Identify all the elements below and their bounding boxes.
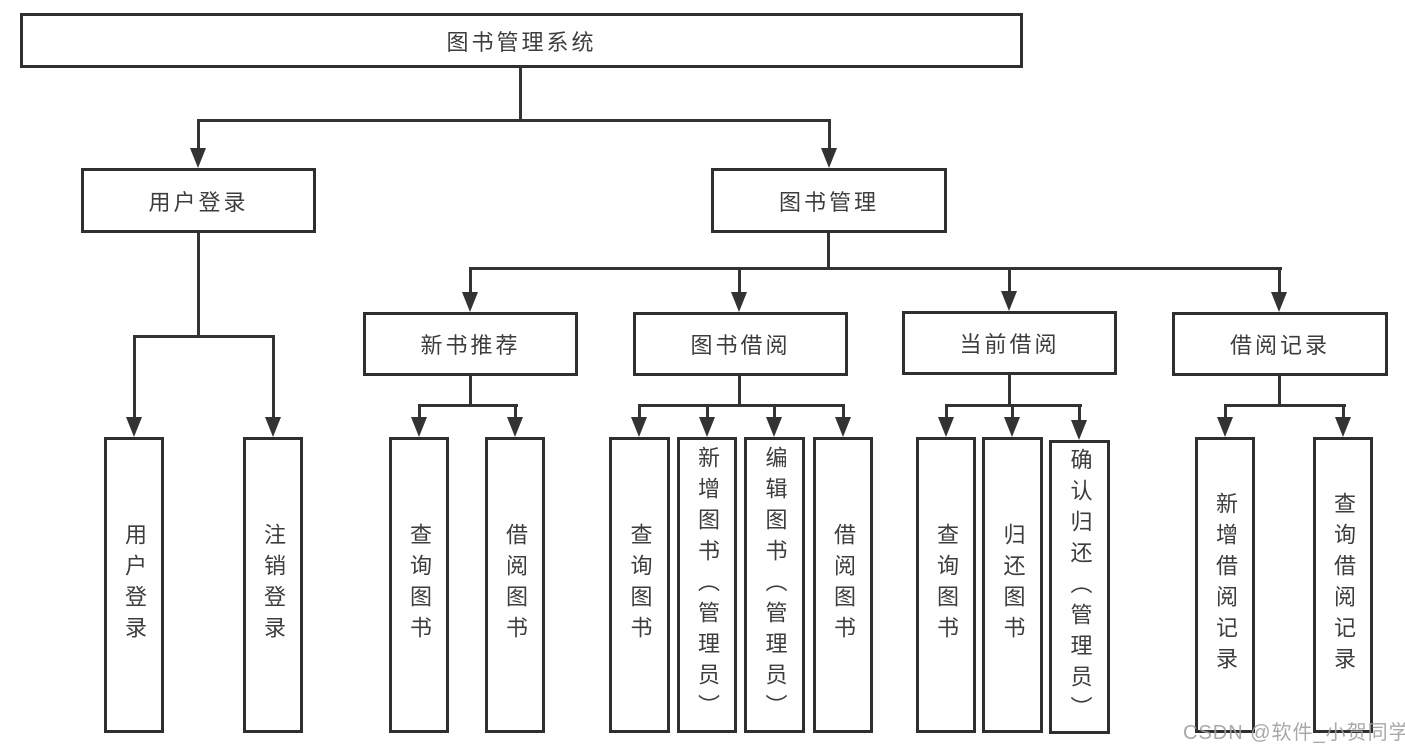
node-book-management: 图书管理 [711,168,947,233]
leaf-query-books-recommend: 查询图书 [389,437,449,733]
leaf-logout: 注销登录 [243,437,303,733]
leaf-return-books-label: 归还图书 [1000,523,1026,647]
arrowhead-down-icon [938,417,954,437]
leaf-add-borrow-record-label: 新增借阅记录 [1213,492,1238,678]
leaf-borrow-books-borrow: 借阅图书 [813,437,873,733]
connector-line [1224,404,1227,419]
node-book-borrow: 图书借阅 [633,312,848,376]
connector-line [827,233,830,270]
arrowhead-down-icon [1001,291,1017,311]
leaf-edit-books-admin-label: 编辑图书（管理员） [762,445,788,725]
arrowhead-down-icon [462,292,478,312]
arrowhead-down-icon [835,417,851,437]
leaf-query-books-current: 查询图书 [916,437,976,733]
connector-line [1224,404,1346,407]
connector-line [945,404,948,419]
connector-line [738,267,741,294]
node-new-book-recommend-label: 新书推荐 [420,333,521,358]
arrowhead-down-icon [507,417,523,437]
connector-line [828,119,831,151]
arrowhead-down-icon [1271,292,1287,312]
node-current-borrow: 当前借阅 [902,311,1117,375]
connector-line [197,119,200,151]
arrowhead-down-icon [1004,417,1020,437]
node-new-book-recommend: 新书推荐 [363,312,578,376]
arrowhead-down-icon [631,417,647,437]
node-borrow-records: 借阅记录 [1172,312,1388,376]
csdn-watermark: CSDN @软件_小贺同学 [1183,722,1405,744]
arrowhead-down-icon [1217,417,1233,437]
leaf-query-borrow-record: 查询借阅记录 [1313,437,1373,733]
node-root-label: 图书管理系统 [446,29,597,55]
arrowhead-down-icon [821,148,837,168]
leaf-query-books-borrow: 查询图书 [609,437,670,733]
arrowhead-down-icon [1335,417,1351,437]
leaf-user-login: 用户登录 [104,437,164,733]
connector-line [706,404,709,419]
connector-line [514,404,517,419]
node-user-login-label: 用户登录 [148,189,249,215]
node-root: 图书管理系统 [20,13,1023,68]
node-current-borrow-label: 当前借阅 [959,332,1060,357]
arrowhead-down-icon [411,417,427,437]
leaf-query-books-borrow-label: 查询图书 [627,523,653,647]
arrowhead-down-icon [731,292,747,312]
connector-line [638,404,845,407]
connector-line [418,404,518,407]
connector-line [1011,404,1014,419]
connector-line [469,267,1282,270]
arrowhead-down-icon [699,417,715,437]
leaf-query-borrow-record-label: 查询借阅记录 [1331,492,1356,678]
connector-line [842,404,845,419]
connector-line [1342,404,1345,419]
connector-line [197,119,831,122]
leaf-user-login-label: 用户登录 [122,523,147,647]
leaf-edit-books-admin: 编辑图书（管理员） [744,437,805,733]
arrowhead-down-icon [190,148,206,168]
leaf-confirm-return-admin-label: 确认归还（管理员） [1067,447,1093,727]
leaf-query-books-current-label: 查询图书 [934,523,959,647]
leaf-borrow-books-recommend: 借阅图书 [485,437,545,733]
connector-line [197,233,200,338]
node-borrow-records-label: 借阅记录 [1229,333,1330,358]
connector-line [1078,404,1081,422]
connector-line [418,404,421,419]
leaf-add-books-admin: 新增图书（管理员） [677,437,737,733]
connector-line [1278,376,1281,407]
connector-line [272,335,275,420]
leaf-confirm-return-admin: 确认归还（管理员） [1049,440,1110,734]
arrowhead-down-icon [766,417,782,437]
arrowhead-down-icon [265,417,281,437]
leaf-borrow-books-borrow-label: 借阅图书 [831,523,856,647]
leaf-return-books: 归还图书 [982,437,1043,733]
connector-line [519,68,522,121]
node-user-login: 用户登录 [81,168,316,233]
connector-line [773,404,776,419]
leaf-add-borrow-record: 新增借阅记录 [1195,437,1255,733]
connector-line [1008,375,1011,407]
arrowhead-down-icon [126,417,142,437]
leaf-borrow-books-recommend-label: 借阅图书 [503,523,528,647]
node-book-borrow-label: 图书借阅 [690,333,791,358]
connector-line [469,376,472,407]
node-book-management-label: 图书管理 [778,189,879,215]
connector-line [133,335,136,420]
connector-line [1278,267,1281,294]
leaf-query-books-recommend-label: 查询图书 [407,523,432,647]
connector-line [638,404,641,419]
leaf-add-books-admin-label: 新增图书（管理员） [695,445,720,725]
connector-line [1008,267,1011,294]
arrowhead-down-icon [1071,420,1087,440]
connector-line [133,335,275,338]
connector-line [469,267,472,294]
connector-line [738,376,741,407]
leaf-logout-label: 注销登录 [261,523,286,647]
